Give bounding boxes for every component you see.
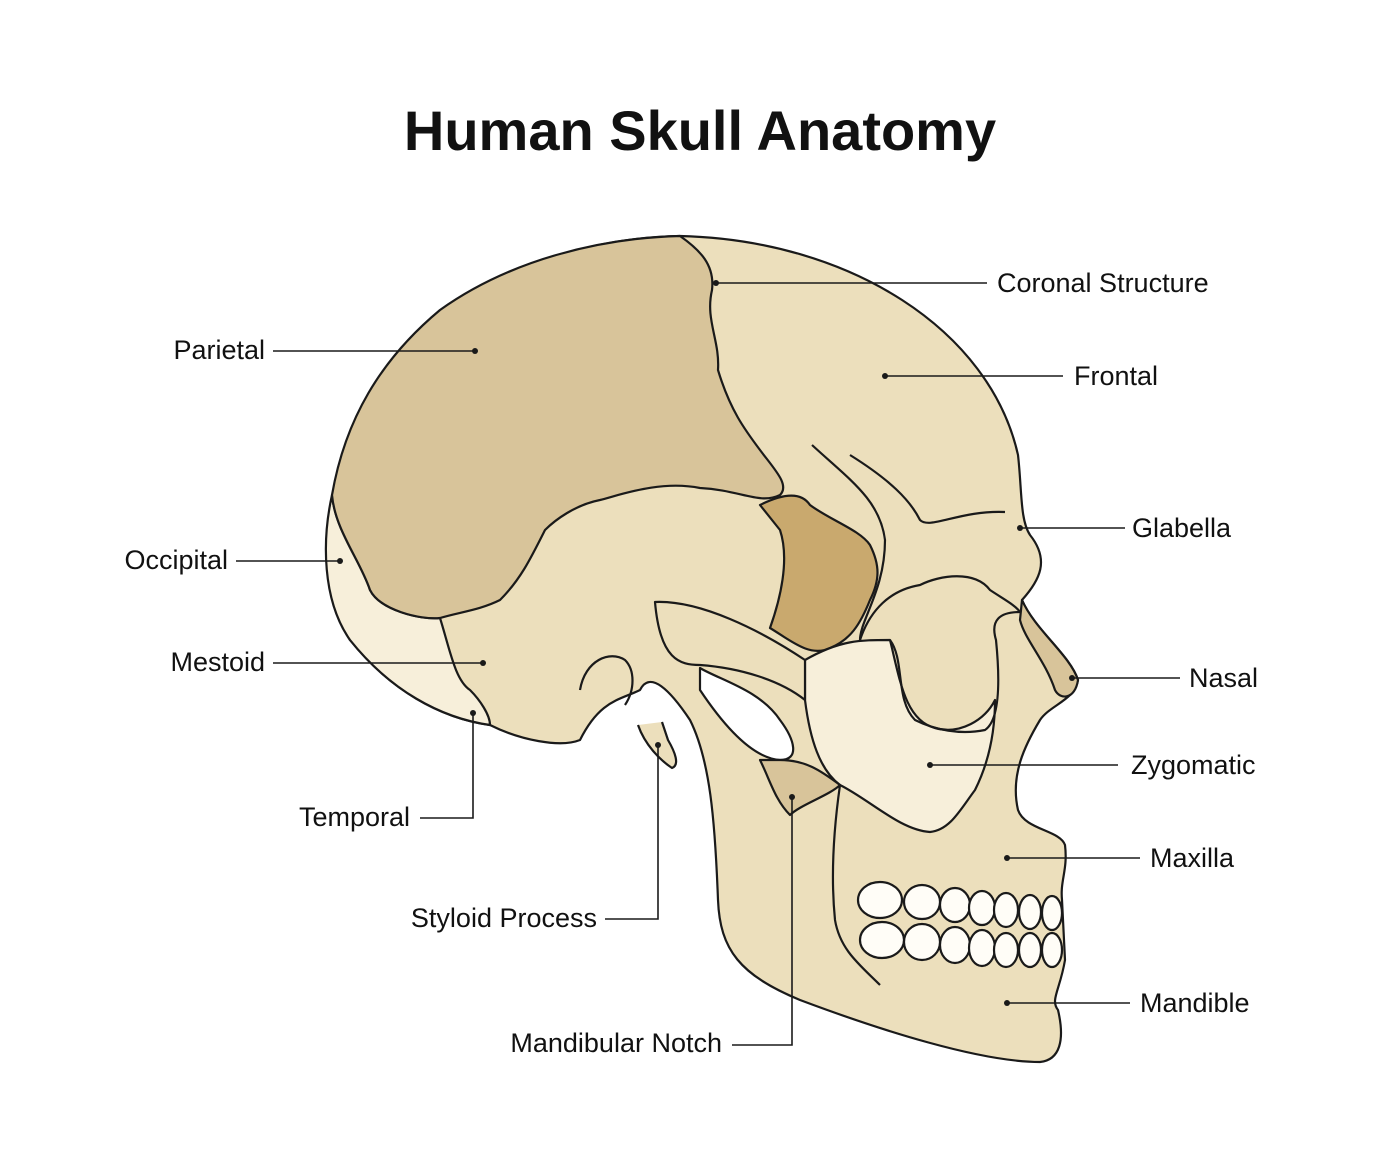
leader-dots <box>337 280 1075 1006</box>
leader-temporal <box>420 713 474 819</box>
label-mandibular-notch: Mandibular Notch <box>510 1028 722 1058</box>
label-maxilla: Maxilla <box>1150 843 1235 873</box>
label-styloid-process: Styloid Process <box>410 903 597 933</box>
label-nasal: Nasal <box>1189 663 1259 693</box>
label-occipital: Occipital <box>124 545 228 575</box>
leader-lines <box>236 282 1180 1046</box>
label-mandible: Mandible <box>1140 988 1250 1018</box>
leader-mandibular-notch <box>732 797 793 1046</box>
mandibular-notch-bone <box>758 758 842 817</box>
label-coronal-structure: Coronal Structure <box>997 268 1209 298</box>
mandible-notch-opening <box>698 666 795 762</box>
diagram-title: Human Skull Anatomy <box>403 99 997 162</box>
label-zygomatic: Zygomatic <box>1131 750 1256 780</box>
leader-styloid <box>605 745 659 920</box>
ear-canal <box>578 655 634 706</box>
zygomatic-arch <box>653 600 807 702</box>
label-glabella: Glabella <box>1132 513 1232 543</box>
label-frontal: Frontal <box>1074 361 1159 391</box>
label-parietal: Parietal <box>173 335 265 365</box>
label-mestoid: Mestoid <box>170 647 265 677</box>
parietal-bone <box>330 234 785 620</box>
nasal-bone <box>1018 598 1080 698</box>
sphenoid-bone <box>758 494 879 652</box>
eye-orbit <box>858 575 1022 734</box>
label-temporal: Temporal <box>298 802 410 832</box>
teeth <box>856 880 1064 969</box>
zygomatic-bone <box>803 638 997 834</box>
